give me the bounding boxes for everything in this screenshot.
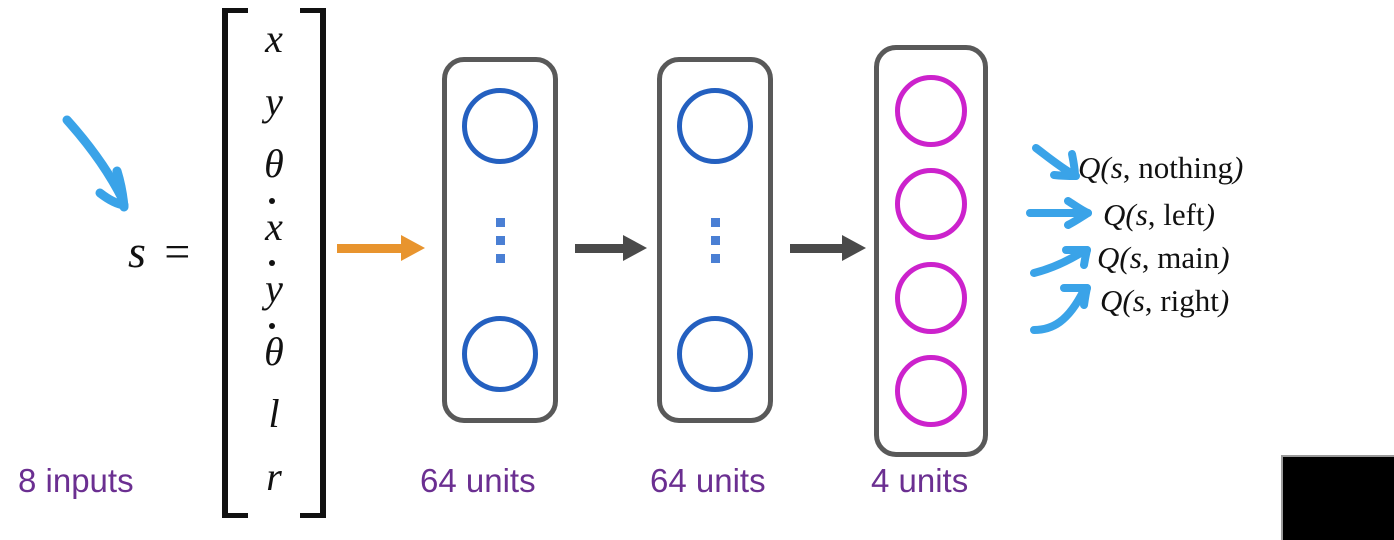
arrow-shaft (337, 244, 403, 253)
q-separator: , (1122, 150, 1139, 185)
arrow-head (842, 235, 866, 261)
state-vector-element: x (265, 197, 283, 249)
layer-hidden-layer-2[interactable] (657, 57, 773, 423)
state-vector-element: x (265, 16, 283, 62)
q-function-prefix: Q( (1103, 197, 1136, 232)
bracket-right-icon (300, 8, 326, 518)
arrow-shaft (575, 244, 625, 253)
arrow-head (401, 235, 425, 261)
hidden2-to-output-icon (790, 235, 866, 261)
layer-hidden-layer-1[interactable] (442, 57, 558, 423)
output-node (895, 355, 967, 428)
q-function-prefix: Q( (1100, 283, 1133, 318)
neuron-node (462, 88, 538, 164)
q-value-label-main: Q(s, main) (1097, 240, 1230, 276)
q-function-suffix: ) (1218, 283, 1230, 318)
q-state-symbol: s (1110, 150, 1123, 185)
state-vector-element: l (268, 391, 280, 437)
q-arrow-right-icon (1030, 284, 1091, 334)
q-function-suffix: ) (1233, 150, 1244, 185)
q-action-name: left (1163, 197, 1205, 232)
vertical-ellipsis-icon (710, 217, 720, 263)
vertical-ellipsis-icon (495, 217, 505, 263)
hidden1-to-hidden2-icon (575, 235, 647, 261)
layer-output-layer[interactable] (874, 45, 988, 457)
neuron-node (462, 316, 538, 392)
q-state-symbol: s (1135, 197, 1148, 232)
arrow-head (623, 235, 647, 261)
state-vector-element: r (266, 453, 282, 499)
state-symbol-label: s = (128, 226, 195, 277)
input-arrow-icon (337, 235, 425, 261)
q-action-name: main (1157, 240, 1220, 275)
q-separator: , (1141, 240, 1158, 275)
neuron-node (677, 88, 753, 164)
q-arrow-main-icon (1030, 246, 1091, 277)
arrow-shaft (790, 244, 844, 253)
state-vector-element: θ (264, 141, 284, 187)
q-function-suffix: ) (1219, 240, 1230, 275)
q-value-label-right: Q(s, right) (1100, 283, 1229, 319)
state-vector-element: θ (264, 322, 284, 374)
q-arrow-nothing-icon (1032, 144, 1080, 180)
caption-4-units: 4 units (871, 462, 969, 499)
output-node (895, 74, 967, 147)
q-action-name: right (1160, 283, 1219, 318)
q-state-symbol: s (1132, 283, 1145, 318)
q-state-symbol: s (1129, 240, 1142, 275)
q-separator: , (1144, 283, 1161, 318)
q-value-label-left: Q(s, left) (1103, 197, 1215, 233)
black-overlay-block (1281, 455, 1394, 540)
bracket-left-icon (222, 8, 248, 518)
state-vector-element: y (265, 260, 283, 312)
caption-64-units: 64 units (420, 462, 536, 499)
output-node (895, 168, 967, 241)
neuron-node (677, 316, 753, 392)
output-node (895, 261, 967, 334)
q-function-prefix: Q( (1097, 240, 1130, 275)
q-action-name: nothing (1138, 150, 1234, 185)
q-arrow-left-icon (1026, 197, 1092, 229)
handdrawn-pointer-arrow-icon (62, 115, 129, 212)
q-function-prefix: Q( (1078, 150, 1111, 185)
state-vector-element: y (265, 78, 283, 124)
q-function-suffix: ) (1204, 197, 1215, 232)
q-separator: , (1147, 197, 1164, 232)
caption-64-units: 64 units (650, 462, 766, 499)
caption-8-inputs: 8 inputs (18, 462, 134, 499)
q-value-label-nothing: Q(s, nothing) (1078, 150, 1243, 186)
